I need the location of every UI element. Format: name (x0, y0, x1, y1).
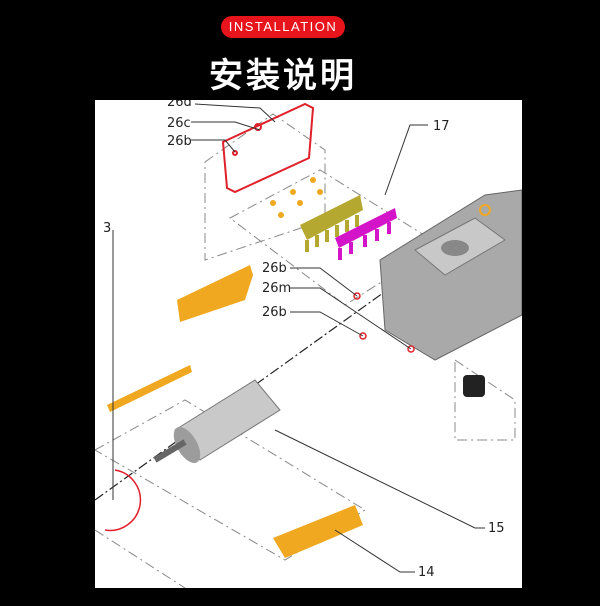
label-26m: 26m (262, 281, 291, 296)
pad-upper (177, 265, 253, 322)
link-magenta (335, 208, 397, 248)
installation-badge: INSTALLATION (221, 16, 345, 38)
label-26c: 26c (167, 116, 191, 131)
label-26b-top: 26b (167, 134, 192, 149)
exploded-motor-diagram: 26d 26c 26b 17 3 26b 26m 26b 15 14 (95, 100, 522, 588)
motor-housing (379, 189, 522, 397)
label-14: 14 (418, 565, 435, 580)
label-3: 3 (103, 221, 111, 236)
page-title: 安装说明 (209, 56, 357, 96)
pad-lower (273, 505, 363, 558)
gasket-cover (221, 102, 315, 194)
pad-left (107, 365, 192, 412)
end-shield-edge (104, 469, 142, 532)
axis-line (95, 269, 416, 501)
motor-foot (463, 375, 485, 397)
leader-lines (112, 103, 485, 573)
label-26b-b: 26b (262, 305, 287, 320)
label-26d: 26d (167, 100, 192, 110)
busbar-teeth (305, 215, 359, 252)
busbar-yellow (300, 195, 363, 240)
link-teeth (338, 222, 391, 260)
label-17: 17 (433, 119, 450, 134)
rotor (153, 379, 281, 464)
label-15: 15 (488, 521, 505, 536)
terminal-bolts (270, 177, 323, 218)
label-26b-a: 26b (262, 261, 287, 276)
